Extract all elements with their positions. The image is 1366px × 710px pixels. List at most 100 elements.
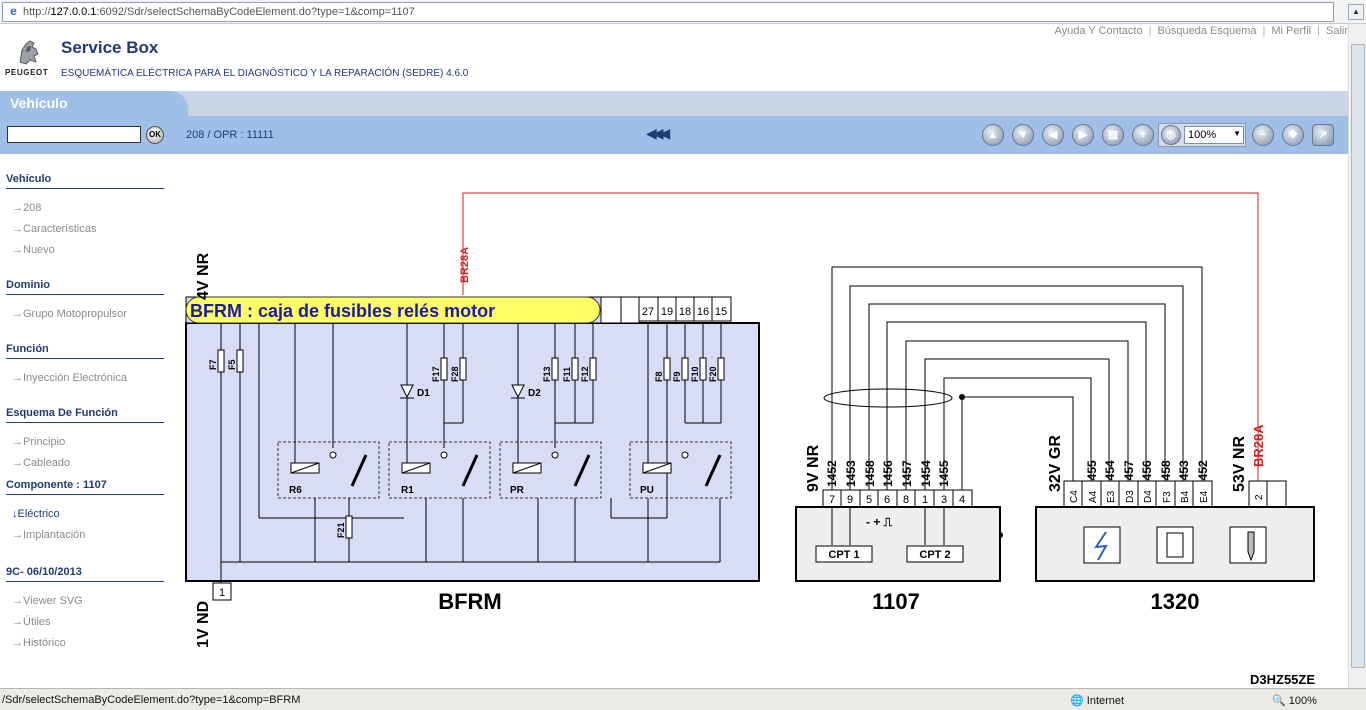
back-arrows-button[interactable]: ◀◀◀ — [646, 125, 670, 141]
svg-text:3: 3 — [941, 494, 947, 506]
ecu1320-name: 1320 — [1151, 589, 1200, 614]
svg-text:1: 1 — [922, 494, 928, 506]
sidebar-item-label: Características — [23, 223, 97, 235]
junction-dot — [959, 394, 965, 400]
sidebar-head-version: 9C- 06/10/2013 — [6, 566, 164, 582]
bfrm-relay-frames — [277, 441, 732, 499]
bfrm-pin-bottom-label: 1 — [219, 587, 225, 599]
link-help[interactable]: Ayuda Y Contacto — [1054, 25, 1143, 37]
svg-text:4: 4 — [959, 494, 965, 506]
sidebar-item-principio[interactable]: →Principio — [12, 436, 66, 448]
bfrm-connector-top: 4V NR — [195, 252, 212, 300]
bfrm-pin-label: 19 — [661, 306, 673, 318]
svg-text:E4: E4 — [1199, 490, 1210, 503]
svg-text:F12: F12 — [580, 366, 590, 382]
status-zoom[interactable]: 🔍 100% — [1272, 694, 1317, 707]
bfrm-fuses — [217, 349, 725, 539]
ecu1107-box — [795, 506, 1001, 582]
sidebar-item-historico[interactable]: →Histórico — [12, 637, 66, 649]
magnifier-icon[interactable]: ◎ — [1161, 125, 1181, 145]
sidebar-item-nuevo[interactable]: →Nuevo — [12, 244, 55, 256]
open-window-icon[interactable]: ↗ — [1312, 124, 1334, 146]
address-prefix: http:// — [23, 6, 51, 18]
breadcrumb: 208 / OPR : 11111 — [186, 129, 274, 141]
scrollbar-thumb[interactable] — [1351, 44, 1365, 668]
vertical-scrollbar[interactable] — [1348, 24, 1366, 688]
sidebar-item-208[interactable]: →208 — [12, 202, 42, 214]
tab-vehicle[interactable]: Vehículo — [0, 91, 188, 116]
ok-button[interactable]: OK — [146, 126, 164, 144]
sidebar-item-label: Cableado — [23, 457, 71, 469]
status-zoom-label: 100% — [1288, 695, 1317, 707]
diagram-viewport[interactable]: 27 19 18 16 15 BFRM : caja de fusibles r… — [170, 154, 1348, 688]
sidebar-item-label: Implantación — [23, 529, 86, 541]
wiring-diagram: 27 19 18 16 15 BFRM : caja de fusibles r… — [185, 192, 1315, 648]
svg-text:F28: F28 — [450, 366, 460, 382]
sidebar-head-function: Función — [6, 343, 164, 359]
browser-address-bar: e http://127.0.0.1:6092/Sdr/selectSchema… — [0, 0, 1366, 24]
sidebar-item-label: Viewer SVG — [23, 595, 83, 607]
sidebar-item-viewer-svg[interactable]: →Viewer SVG — [12, 595, 83, 607]
print-icon[interactable]: ▤ — [1102, 124, 1124, 146]
bfrm-diodes — [400, 384, 525, 399]
ecu1107-pins — [822, 489, 973, 508]
sensor-label: CPT 1 — [828, 549, 859, 561]
search-input[interactable] — [7, 126, 141, 143]
arrow-left-icon[interactable]: ◀ — [1042, 124, 1064, 146]
sidebar-item-implantacion[interactable]: →Implantación — [12, 529, 86, 541]
diode-label: D2 — [528, 388, 541, 399]
sidebar-item-utiles[interactable]: →Útiles — [12, 616, 51, 628]
svg-text:1457: 1457 — [900, 460, 914, 487]
svg-text:1457: 1457 — [1122, 460, 1136, 487]
brand-logo-text: PEUGEOT — [5, 68, 49, 77]
sidebar-item-label: Grupo Motopropulsor — [23, 308, 127, 320]
scroll-up-button[interactable]: ▲ — [1348, 4, 1364, 20]
sensor-cpt2 — [906, 545, 964, 563]
link-profile[interactable]: Mi Perfil — [1271, 25, 1312, 37]
address-field[interactable]: e http://127.0.0.1:6092/Sdr/selectSchema… — [2, 2, 1334, 22]
chevron-down-icon: ▼ — [1233, 129, 1241, 138]
zoom-in-icon[interactable]: + — [1132, 124, 1154, 146]
magnifier-icon: 🔍 — [1272, 695, 1289, 707]
sidebar-item-cableado[interactable]: →Cableado — [12, 457, 71, 469]
svg-text:F20: F20 — [708, 366, 718, 382]
separator: | — [1148, 25, 1152, 37]
sensor-cpt1 — [815, 545, 873, 563]
sidebar-item-grupo-motopropulsor[interactable]: →Grupo Motopropulsor — [12, 308, 127, 320]
ecu1320-pin-labels: C4 A4 E3 D3 D4 F3 B4 E4 2 — [1069, 490, 1265, 503]
relay-label: R6 — [289, 485, 302, 496]
relay-label: PR — [510, 485, 525, 496]
link-search-schema[interactable]: Búsqueda Esquema — [1157, 25, 1257, 37]
arrow-down-icon[interactable]: ▼ — [1012, 124, 1034, 146]
link-logout[interactable]: Salir — [1325, 25, 1348, 37]
zoom-out-icon[interactable]: − — [1252, 124, 1274, 146]
sidebar-head-vehicle: Vehículo — [6, 173, 164, 189]
svg-text:5: 5 — [866, 494, 872, 506]
fit-screen-icon[interactable]: ✥ — [1282, 124, 1304, 146]
svg-text:1458: 1458 — [1159, 460, 1173, 487]
svg-text:F10: F10 — [690, 366, 700, 382]
svg-text:1452: 1452 — [825, 460, 839, 487]
arrow-right-icon[interactable]: ▶ — [1072, 124, 1094, 146]
sidebar-item-label: Inyección Electrónica — [23, 372, 127, 384]
arrow-up-icon[interactable]: ▲ — [982, 124, 1004, 146]
svg-text:1455: 1455 — [937, 460, 951, 487]
net-br28a-wire — [462, 192, 1259, 490]
sidebar-item-caracteristicas[interactable]: →Características — [12, 223, 97, 235]
bfrm-relay-switches — [350, 454, 722, 487]
address-rest: :6092/Sdr/selectSchemaByCodeElement.do?t… — [96, 6, 415, 18]
zoom-select[interactable]: 100%▼ — [1184, 126, 1244, 144]
svg-text:D4: D4 — [1143, 490, 1154, 503]
sidebar-item-electrico[interactable]: ↓Eléctrico — [12, 508, 60, 520]
sidebar-item-inyeccion[interactable]: →Inyección Electrónica — [12, 372, 127, 384]
status-zone: 🌐 Internet — [1070, 694, 1124, 707]
bfrm-pin-label: 15 — [715, 306, 727, 318]
svg-text:1456: 1456 — [1140, 460, 1154, 487]
bfrm-connector-bottom: 1V ND — [195, 601, 212, 648]
ecu1107-wire-labels: 1452 1453 1458 1456 1457 1454 1455 — [825, 460, 951, 487]
diode-label: D1 — [417, 388, 430, 399]
address-host: 127.0.0.1 — [50, 6, 97, 18]
bfrm-box — [185, 322, 760, 582]
sidebar-item-label: 208 — [23, 202, 42, 214]
bfrm-pin — [620, 296, 640, 324]
